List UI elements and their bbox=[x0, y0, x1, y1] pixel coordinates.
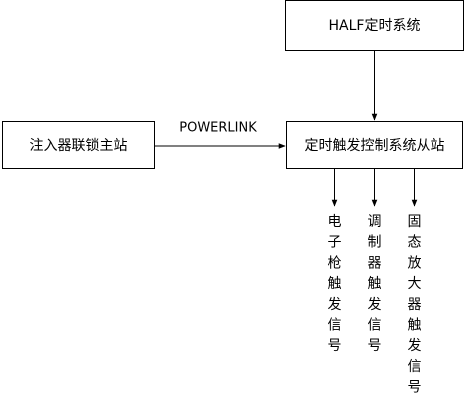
vertical-label-char: 调 bbox=[368, 214, 382, 230]
vertical-label-char: 器 bbox=[368, 255, 382, 271]
vertical-label-char: 触 bbox=[408, 318, 422, 334]
ssa-trigger-label: 固态放大器触发信号 bbox=[408, 214, 422, 396]
vertical-label-char: 器 bbox=[408, 297, 422, 313]
electron-gun-trigger-label: 电子枪触发信号 bbox=[328, 214, 342, 354]
trigger-control-slave-box bbox=[286, 121, 463, 169]
powerlink-label: POWERLINK bbox=[179, 121, 257, 136]
vertical-label-char: 态 bbox=[408, 235, 422, 251]
vertical-label-char: 触 bbox=[368, 276, 382, 292]
modulator-trigger-label: 调制器触发信号 bbox=[368, 214, 382, 354]
half-timing-system-box bbox=[285, 0, 464, 51]
vertical-label-char: 放 bbox=[408, 255, 422, 271]
vertical-label-char: 电 bbox=[328, 214, 342, 230]
trigger-control-slave-label: 定时触发控制系统从站 bbox=[305, 138, 445, 154]
vertical-label-char: 信 bbox=[408, 359, 422, 375]
injector-interlock-master-label: 注入器联锁主站 bbox=[30, 138, 128, 154]
vertical-label-char: 发 bbox=[368, 297, 382, 313]
vertical-label-char: 号 bbox=[408, 380, 422, 396]
vertical-label-char: 触 bbox=[328, 276, 342, 292]
vertical-label-char: 发 bbox=[328, 297, 342, 313]
vertical-label-char: 制 bbox=[368, 235, 382, 251]
injector-interlock-master-box bbox=[2, 121, 155, 169]
vertical-label-char: 枪 bbox=[328, 254, 342, 271]
vertical-label-char: 子 bbox=[328, 235, 342, 251]
vertical-label-char: 信 bbox=[368, 318, 382, 334]
injector-interlock-master-node: 注入器联锁主站 bbox=[2, 121, 155, 169]
half-timing-system-label: HALF定时系统 bbox=[329, 18, 421, 34]
half-timing-system-node: HALF定时系统 bbox=[285, 0, 464, 51]
vertical-label-char: 固 bbox=[408, 214, 422, 230]
vertical-label-char: 大 bbox=[408, 276, 422, 292]
trigger-control-slave-node: 定时触发控制系统从站 bbox=[286, 121, 463, 169]
vertical-label-char: 信 bbox=[328, 318, 342, 334]
vertical-label-char: 号 bbox=[328, 338, 342, 354]
vertical-label-char: 发 bbox=[408, 338, 422, 354]
vertical-label-char: 号 bbox=[368, 338, 382, 354]
